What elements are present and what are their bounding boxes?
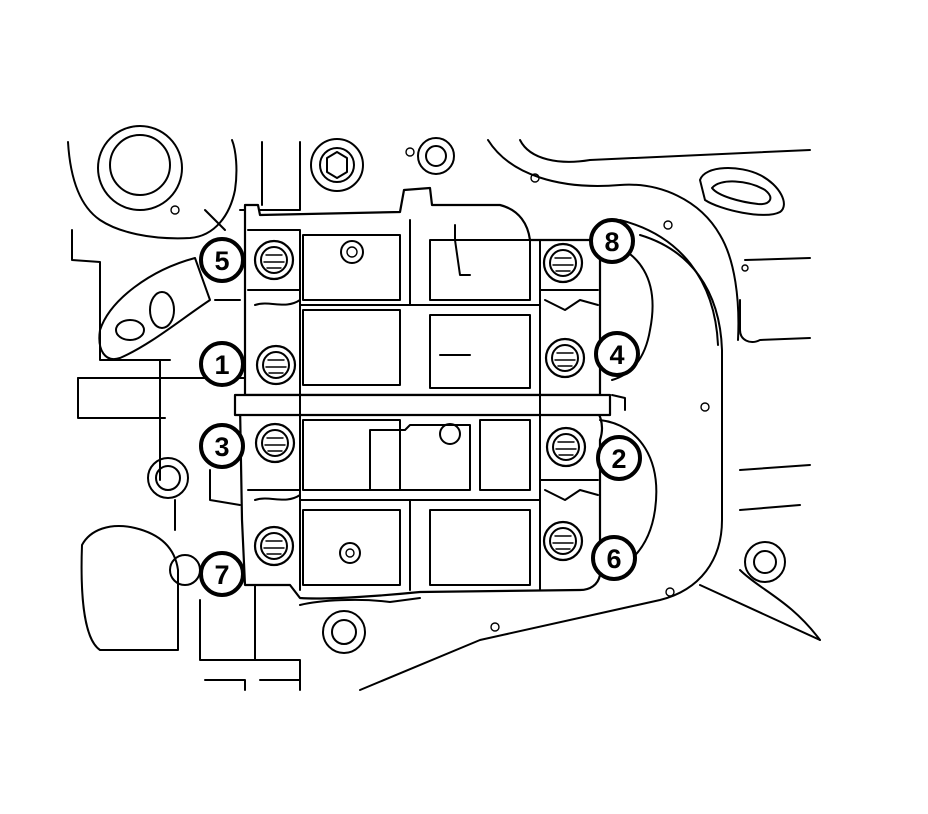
callout-8: 8 — [589, 218, 635, 264]
top-bolt-b — [417, 137, 455, 175]
callout-5: 5 — [199, 237, 245, 283]
bolt-heads — [253, 239, 587, 567]
bolt-head-1 — [255, 344, 297, 386]
balance-shaft-housing — [233, 186, 658, 600]
callout-2: 2 — [596, 435, 642, 481]
callout-7: 7 — [199, 551, 245, 597]
callout-4: 4 — [594, 331, 640, 377]
callout-5-label: 5 — [214, 246, 229, 276]
callout-1: 1 — [199, 341, 245, 387]
bolt-head-4 — [544, 337, 586, 379]
callout-2-label: 2 — [611, 444, 626, 474]
callout-7-label: 7 — [214, 560, 229, 590]
bolt-head-5 — [253, 239, 295, 281]
bolt-head-3 — [254, 422, 296, 464]
bolt-head-6 — [542, 520, 584, 562]
bottom-bolt — [322, 610, 366, 654]
bolt-head-2 — [545, 426, 587, 468]
callout-6: 6 — [591, 535, 637, 581]
right-bolt — [744, 541, 786, 583]
callout-1-label: 1 — [214, 350, 229, 380]
callout-4-label: 4 — [609, 340, 624, 370]
bolt-head-8 — [542, 242, 584, 284]
callout-6-label: 6 — [606, 544, 621, 574]
callout-8-label: 8 — [604, 227, 619, 257]
bolt-head-7 — [253, 525, 295, 567]
callout-3: 3 — [199, 423, 245, 469]
top-bolt-a — [310, 138, 364, 192]
callout-3-label: 3 — [214, 432, 229, 462]
